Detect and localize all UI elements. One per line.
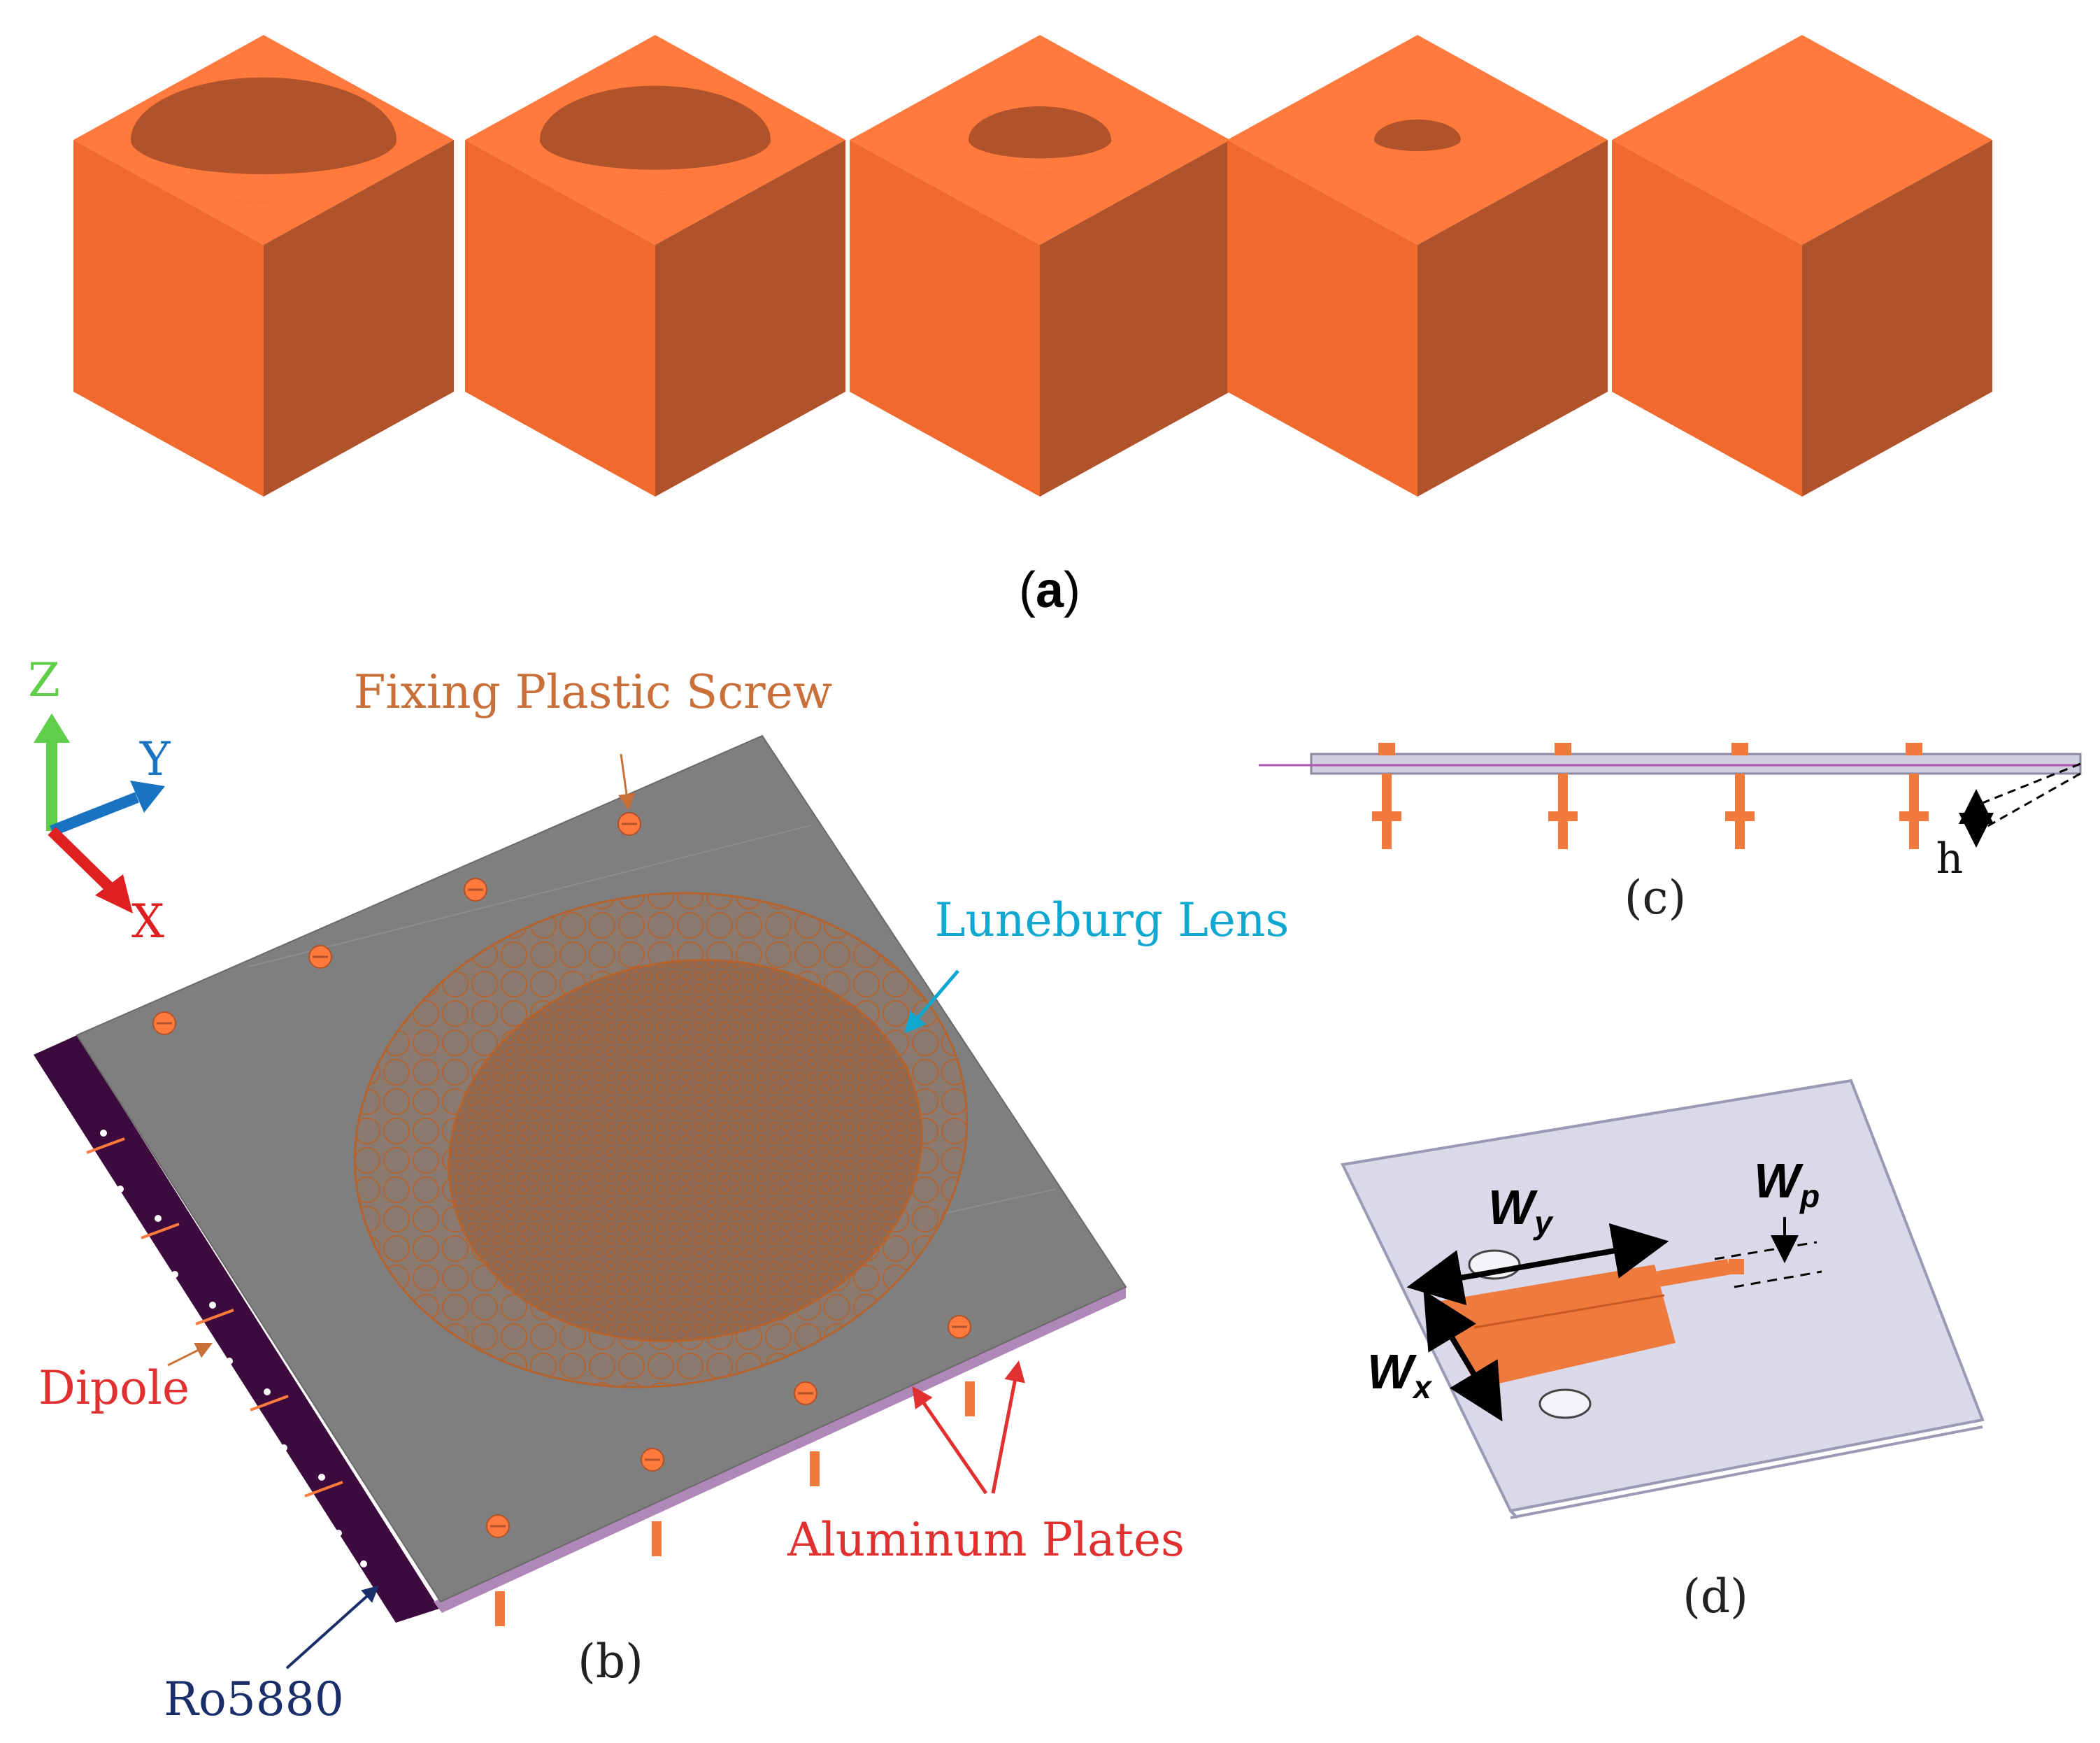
side-screws: [1372, 743, 1929, 849]
unit-cell: [850, 35, 1230, 497]
aluminum-plate-edge: [434, 1287, 1126, 1613]
dipole-element: [195, 1309, 234, 1325]
dipole-element: [141, 1223, 180, 1239]
unit-cell: [73, 35, 454, 497]
panel-d-feed-detail: Wy Wp Wx (d): [1341, 1079, 1985, 1623]
cell-hole-wall: [131, 140, 397, 203]
cell-hole-wall: [540, 140, 771, 194]
cell-left-face: [1612, 140, 1802, 497]
dipole-element: [250, 1395, 289, 1411]
cell-right-face: [1802, 140, 1992, 497]
dim-wx: Wx: [1367, 1344, 1433, 1405]
unit-cell: [465, 35, 845, 497]
panel-a-unit-cells: [73, 35, 1992, 497]
feed-line: [1655, 1259, 1731, 1287]
unit-cell: [1227, 35, 1608, 497]
cell-hole-wall: [969, 140, 1111, 173]
mounting-hole: [1538, 1388, 1592, 1419]
axis-label-z: Z: [28, 653, 60, 707]
axis-label-x: X: [131, 895, 164, 948]
callout-luneburg-lens: Luneburg Lens: [935, 893, 1290, 947]
cell-left-face: [850, 140, 1040, 497]
panel-b-label: (b): [578, 1635, 643, 1688]
panel-c-label: (c): [1624, 871, 1686, 925]
side-plate: [1310, 753, 2082, 775]
cell-right-face: [655, 140, 845, 497]
callout-ro5880: Ro5880: [164, 1672, 343, 1726]
dipole-element: [304, 1481, 343, 1497]
callout-fixing-plastic-screw: Fixing Plastic Screw: [354, 665, 833, 719]
panel-d-label: (d): [1683, 1570, 1748, 1623]
cell-hole-wall: [1374, 140, 1461, 161]
via-dots: [100, 1130, 367, 1567]
cell-right-face: [1417, 140, 1608, 497]
coordinate-axes: Z Y X: [28, 653, 171, 948]
support-legs: [495, 1381, 975, 1626]
dipole-element: [86, 1137, 125, 1154]
cell-right-face: [1040, 140, 1230, 497]
cell-left-face: [465, 140, 655, 497]
dim-wp: Wp: [1754, 1153, 1820, 1214]
cell-left-face: [73, 140, 264, 497]
dimension-h: h: [1936, 834, 1964, 883]
cell-right-face: [264, 140, 454, 497]
dipole-array: [86, 1137, 343, 1497]
cell-top-face: [1612, 35, 1992, 245]
panel-b-lens-antenna: Z Y X Fixing Plastic Screw Luneburg Lens…: [28, 653, 1289, 1726]
dim-wy: Wy: [1488, 1180, 1554, 1241]
unit-cell: [1612, 35, 1992, 497]
ro5880-substrate: [34, 1035, 439, 1623]
panel-c-side-view: h (c): [1259, 743, 2082, 925]
cell-left-face: [1227, 140, 1417, 497]
axis-label-y: Y: [139, 732, 171, 786]
callout-dipole: Dipole: [38, 1361, 190, 1415]
panel-a-label: (a): [1019, 562, 1080, 618]
callout-aluminum-plates: Aluminum Plates: [787, 1513, 1185, 1567]
